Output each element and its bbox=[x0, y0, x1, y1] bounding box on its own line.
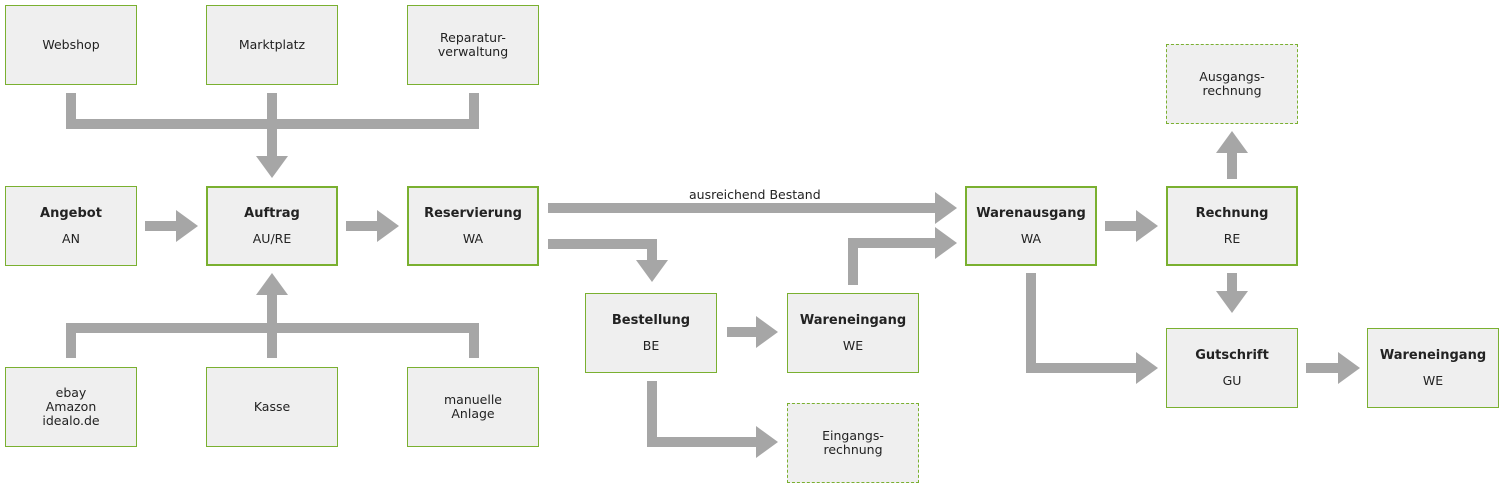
node-label: Kasse bbox=[253, 399, 291, 414]
node-bestellung[interactable]: Bestellung BE bbox=[585, 293, 717, 373]
node-eingangsrechnung[interactable]: Eingangs- rechnung bbox=[787, 403, 919, 483]
node-label: manuelle Anlage bbox=[443, 392, 502, 421]
arrowhead bbox=[256, 273, 288, 295]
node-label: Reparatur- verwaltung bbox=[437, 30, 509, 59]
node-code: WE bbox=[842, 337, 864, 353]
node-code: AN bbox=[62, 230, 80, 246]
node-title: Reservierung bbox=[424, 205, 522, 221]
node-warenausgang[interactable]: Warenausgang WA bbox=[965, 186, 1097, 266]
arrowhead bbox=[756, 316, 778, 348]
node-manuelle-anlage[interactable]: manuelle Anlage bbox=[407, 367, 539, 447]
node-reparaturverwaltung[interactable]: Reparatur- verwaltung bbox=[407, 5, 539, 85]
node-label: Webshop bbox=[42, 37, 100, 52]
node-title: Wareneingang bbox=[799, 312, 907, 328]
node-code: RE bbox=[1223, 230, 1241, 246]
node-code: WE bbox=[1422, 372, 1444, 388]
arrowhead bbox=[377, 210, 399, 242]
node-marketplaces[interactable]: ebay Amazon idealo.de bbox=[5, 367, 137, 447]
node-code: WA bbox=[1020, 230, 1042, 246]
arrowhead bbox=[1136, 352, 1158, 384]
arrow-top-merge bbox=[66, 93, 479, 158]
arrow-wareneingang-warenausgang bbox=[848, 238, 937, 285]
arrowhead bbox=[1216, 291, 1248, 313]
arrowhead bbox=[1338, 352, 1360, 384]
node-label: Eingangs- rechnung bbox=[822, 428, 884, 457]
node-angebot[interactable]: Angebot AN bbox=[5, 186, 137, 266]
arrow-bottom-merge bbox=[66, 293, 479, 358]
node-title: Bestellung bbox=[611, 312, 691, 328]
arrowhead bbox=[1216, 131, 1248, 153]
node-reservierung[interactable]: Reservierung WA bbox=[407, 186, 539, 266]
node-ausgangsrechnung[interactable]: Ausgangs- rechnung bbox=[1166, 44, 1298, 124]
node-title: Angebot bbox=[40, 205, 102, 221]
arrow-reservierung-bestellung bbox=[548, 239, 657, 262]
node-marktplatz[interactable]: Marktplatz bbox=[206, 5, 338, 85]
node-label: Ausgangs- rechnung bbox=[1199, 69, 1265, 98]
node-label: Marktplatz bbox=[238, 37, 306, 52]
edge-label-ausreichend-bestand: ausreichend Bestand bbox=[689, 187, 821, 202]
arrowhead bbox=[636, 260, 668, 282]
node-title: Warenausgang bbox=[976, 205, 1086, 221]
node-auftrag[interactable]: Auftrag AU/RE bbox=[206, 186, 338, 266]
node-title: Wareneingang bbox=[1379, 347, 1487, 363]
node-wareneingang-retoure[interactable]: Wareneingang WE bbox=[1367, 328, 1499, 408]
node-webshop[interactable]: Webshop bbox=[5, 5, 137, 85]
node-kasse[interactable]: Kasse bbox=[206, 367, 338, 447]
node-title: Rechnung bbox=[1195, 205, 1269, 221]
node-code: GU bbox=[1222, 372, 1242, 388]
node-title: Gutschrift bbox=[1195, 347, 1269, 363]
node-code: AU/RE bbox=[252, 230, 292, 246]
arrowhead bbox=[256, 156, 288, 178]
arrow-warenausgang-gutschrift bbox=[1026, 273, 1138, 373]
arrowhead bbox=[176, 210, 198, 242]
arrowhead bbox=[935, 227, 957, 259]
arrowhead bbox=[935, 192, 957, 224]
arrowhead bbox=[756, 426, 778, 458]
arrow-bestellung-eingangsrechnung bbox=[647, 381, 758, 447]
node-title: Auftrag bbox=[244, 205, 300, 221]
node-code: WA bbox=[462, 230, 484, 246]
node-gutschrift[interactable]: Gutschrift GU bbox=[1166, 328, 1298, 408]
arrowhead bbox=[1136, 210, 1158, 242]
node-wareneingang[interactable]: Wareneingang WE bbox=[787, 293, 919, 373]
node-label: ebay Amazon idealo.de bbox=[42, 385, 100, 428]
node-code: BE bbox=[642, 337, 660, 353]
node-rechnung[interactable]: Rechnung RE bbox=[1166, 186, 1298, 266]
